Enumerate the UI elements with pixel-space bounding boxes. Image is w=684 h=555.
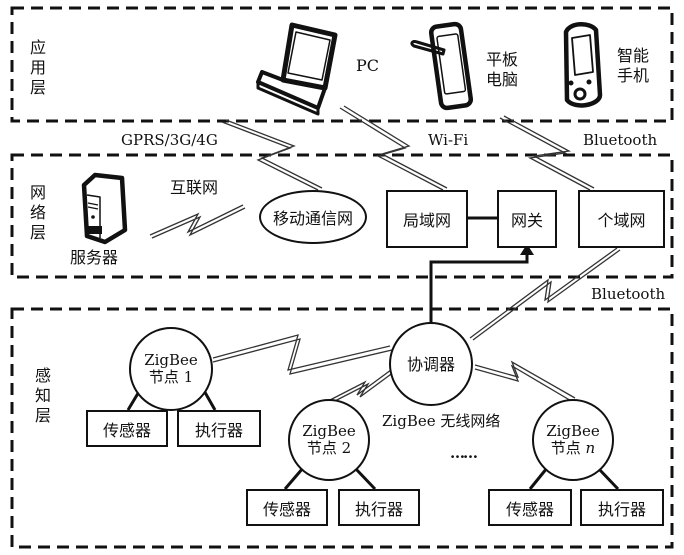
application-layer-frame bbox=[10, 6, 674, 123]
node-1-actuator: 执行器 bbox=[177, 410, 261, 447]
zigbee-node-1: ZigBee 节点 1 bbox=[129, 327, 213, 411]
bluetooth-top-label: Bluetooth bbox=[583, 131, 658, 149]
node-2-line1: ZigBee bbox=[302, 422, 356, 440]
node-1-line2: 节点 bbox=[148, 368, 184, 386]
bluetooth-zigzag-bottom bbox=[469, 247, 621, 341]
gprs-label: GPRS/3G/4G bbox=[121, 131, 218, 149]
mobile-network-label: 移动通信网 bbox=[272, 209, 353, 228]
node-n-line1: ZigBee bbox=[546, 422, 600, 440]
application-layer-label: 应用层 bbox=[29, 38, 46, 97]
gateway-label: 网关 bbox=[510, 211, 543, 230]
zigbee-zigzag-node2 bbox=[329, 366, 399, 403]
phone-label-line1: 智能 bbox=[617, 46, 650, 65]
perception-layer-label: 感知层 bbox=[34, 366, 51, 425]
gprs-zigzag bbox=[221, 119, 323, 191]
tablet-icon bbox=[410, 21, 474, 111]
laptop-icon bbox=[256, 22, 338, 116]
node-n-actuator-label: 执行器 bbox=[597, 499, 646, 519]
arrow-to-gateway bbox=[520, 244, 534, 255]
node-1-sensor-label: 传感器 bbox=[102, 420, 151, 440]
node-n-index: n bbox=[585, 439, 596, 457]
node-n-actuator: 执行器 bbox=[580, 489, 664, 526]
ellipsis-label: …… bbox=[450, 444, 478, 462]
coordinator-node: 协调器 bbox=[389, 322, 473, 406]
bluetooth-zigzag-top bbox=[499, 115, 595, 191]
wifi-zigzag bbox=[339, 105, 448, 191]
zigbee-node-n: ZigBee 节点 n bbox=[532, 399, 614, 481]
network-layer-frame bbox=[10, 153, 674, 279]
zigbee-zigzag-noden bbox=[474, 360, 576, 403]
perception-layer-frame bbox=[10, 307, 674, 549]
node-n-sensor: 传感器 bbox=[488, 489, 572, 526]
pan-node: 个域网 bbox=[578, 190, 665, 248]
internet-label: 互联网 bbox=[170, 178, 219, 197]
coordinator-gateway-link bbox=[429, 250, 529, 335]
server-icon bbox=[81, 172, 128, 245]
node-2-line2: 节点 bbox=[306, 439, 342, 457]
zigbee-node-2: ZigBee 节点 2 bbox=[288, 399, 370, 481]
server-label: 服务器 bbox=[70, 248, 119, 267]
smartphone-icon bbox=[563, 22, 603, 108]
node-2-sensor-label: 传感器 bbox=[262, 499, 311, 519]
tablet-label-line1: 平板 bbox=[486, 50, 519, 69]
node-1-line1: ZigBee bbox=[144, 351, 198, 369]
wifi-label: Wi-Fi bbox=[428, 131, 469, 149]
node-n-line2: 节点 bbox=[550, 439, 586, 457]
gateway-node: 网关 bbox=[497, 190, 557, 248]
zigbee-zigzag-node1 bbox=[212, 334, 393, 375]
phone-label-line2: 手机 bbox=[617, 66, 650, 85]
zigbee-network-label: ZigBee 无线网络 bbox=[382, 412, 501, 430]
network-layer-label: 网络层 bbox=[29, 183, 46, 242]
mobile-network-node: 移动通信网 bbox=[259, 190, 367, 244]
node-n-sensor-label: 传感器 bbox=[505, 499, 554, 519]
internet-zigzag bbox=[149, 204, 246, 239]
node-1-sensor: 传感器 bbox=[86, 410, 168, 447]
bluetooth-bottom-label: Bluetooth bbox=[591, 285, 666, 303]
coordinator-label: 协调器 bbox=[406, 354, 455, 374]
lan-label: 局域网 bbox=[402, 211, 451, 230]
node-1-index: 1 bbox=[183, 368, 194, 386]
pan-label: 个域网 bbox=[597, 211, 646, 230]
node-2-actuator-label: 执行器 bbox=[354, 499, 403, 519]
node-2-sensor: 传感器 bbox=[246, 489, 328, 526]
node-1-actuator-label: 执行器 bbox=[194, 420, 243, 440]
node-2-index: 2 bbox=[341, 439, 352, 457]
tablet-label-line2: 电脑 bbox=[486, 70, 519, 89]
node-2-actuator: 执行器 bbox=[338, 489, 420, 526]
pc-label: PC bbox=[356, 56, 380, 75]
lan-node: 局域网 bbox=[386, 190, 468, 248]
